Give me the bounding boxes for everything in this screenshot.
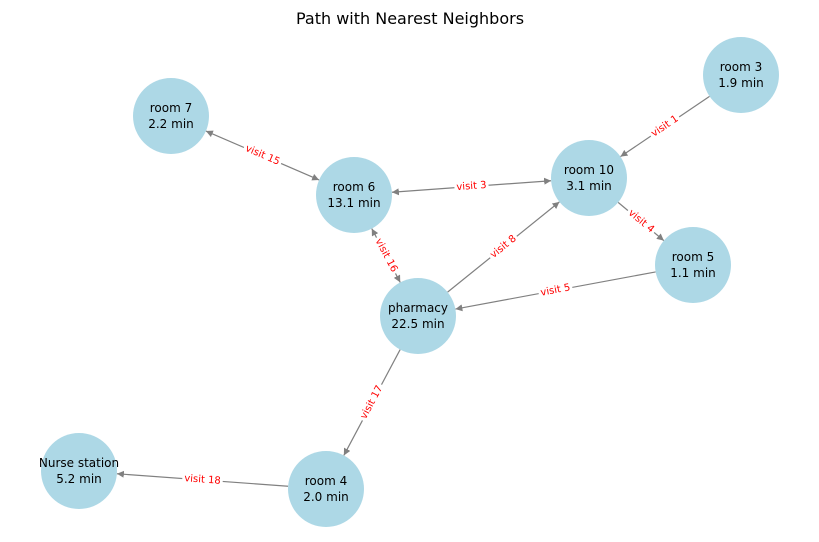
node-circle [655, 227, 731, 303]
node-circle [133, 78, 209, 154]
node-circle [703, 37, 779, 113]
node-name: room 7 [150, 101, 193, 115]
edge-label-background [623, 205, 659, 238]
node-name: room 4 [305, 474, 348, 488]
node-duration: 13.1 min [327, 196, 380, 210]
node-name: pharmacy [388, 301, 448, 315]
edge-label: visit 8 [488, 233, 518, 260]
node-circle [316, 157, 392, 233]
node-room10: room 10 3.1 min [551, 140, 627, 216]
edge-label: visit 4 [626, 208, 656, 236]
node-name: room 10 [564, 163, 614, 177]
node-name: room 3 [720, 60, 763, 74]
node-circle [288, 451, 364, 527]
node-duration: 2.2 min [148, 117, 194, 131]
node-room5: room 5 1.1 min [655, 227, 731, 303]
node-circle [380, 278, 456, 354]
edge-label-background [647, 111, 683, 142]
node-name: Nurse station [39, 456, 119, 470]
node-circle [551, 140, 627, 216]
edge-label-group: visit 8 [486, 231, 521, 263]
node-circle [41, 433, 117, 509]
node-nurse: Nurse station 5.2 min [39, 433, 119, 509]
edge-label: visit 5 [540, 282, 572, 298]
nodes-layer: room 7 2.2 min room 6 13.1 min room 10 3.1 mi… [39, 37, 779, 527]
edge-label-group: visit 16 [370, 234, 402, 277]
node-name: room 5 [672, 250, 715, 264]
node-duration: 22.5 min [391, 317, 444, 331]
edge-label-group: visit 4 [623, 205, 659, 238]
edge-label: visit 18 [184, 473, 221, 487]
edge-label-background [181, 472, 224, 488]
edge-label-background [453, 178, 490, 195]
edge-label: visit 15 [244, 143, 282, 168]
node-room3: room 3 1.9 min [703, 37, 779, 113]
node-duration: 1.9 min [718, 76, 764, 90]
node-duration: 5.2 min [56, 472, 102, 486]
diagram-title: Path with Nearest Neighbors [296, 9, 524, 28]
edge-label-background [537, 280, 574, 301]
edge-label: visit 3 [456, 180, 487, 193]
node-name: room 6 [333, 180, 376, 194]
edge-label-group: visit 1 [647, 111, 683, 142]
node-duration: 1.1 min [670, 266, 716, 280]
edge-label-group: visit 17 [356, 381, 388, 424]
edge-label-background [356, 381, 388, 424]
node-duration: 2.0 min [303, 490, 349, 504]
edge-label-group: visit 5 [537, 280, 574, 301]
edge-label-group: visit 15 [241, 141, 284, 170]
node-duration: 3.1 min [566, 179, 612, 193]
edge-label-background [241, 141, 284, 170]
edge-label-group: visit 18 [181, 472, 224, 488]
node-room7: room 7 2.2 min [133, 78, 209, 154]
node-room6: room 6 13.1 min [316, 157, 392, 233]
edge-label-background [370, 234, 402, 277]
edge-label-background [486, 231, 521, 263]
node-room4: room 4 2.0 min [288, 451, 364, 527]
edge-label-group: visit 3 [453, 178, 490, 195]
node-pharmacy: pharmacy 22.5 min [380, 278, 456, 354]
